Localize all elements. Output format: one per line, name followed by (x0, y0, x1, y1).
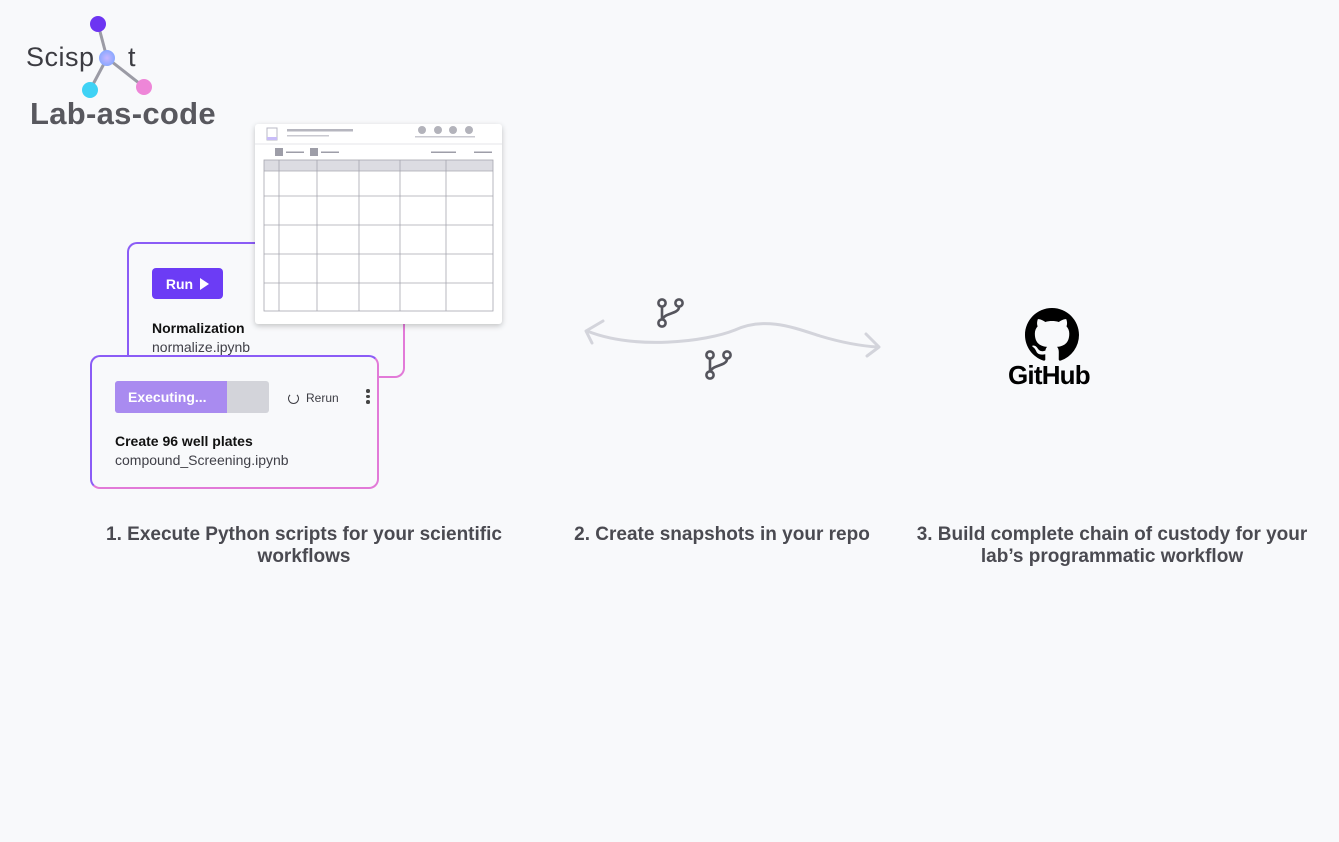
rerun-button-label: Rerun (306, 391, 339, 405)
sync-arrows (575, 290, 895, 390)
spreadsheet-preview (255, 124, 502, 324)
notebook-card-96-well-plates[interactable]: Executing... Rerun Create 96 well plates… (90, 355, 379, 489)
rerun-button[interactable]: Rerun (288, 391, 339, 405)
notebook-title: Create 96 well plates (115, 433, 253, 449)
run-button-label: Run (165, 275, 194, 292)
logo-wordmark-end: t (128, 42, 136, 72)
notebook-title: Normalization (152, 320, 245, 336)
play-icon (200, 277, 210, 290)
git-branch-icon (657, 298, 684, 328)
run-button[interactable]: Run (152, 268, 223, 299)
page-title: Lab-as-code (30, 96, 216, 131)
execution-progress-fill (115, 381, 228, 413)
execution-progress-bar: Executing... (115, 381, 269, 413)
github-wordmark: GitHub (1008, 360, 1091, 390)
step-2-caption: 2. Create snapshots in your repo (574, 524, 870, 545)
step-3-caption: 3. Build complete chain of custody for y… (916, 524, 1308, 567)
refresh-icon (288, 392, 299, 404)
scispot-logo: Scisp t (24, 14, 164, 104)
notebook-filename: compound_Screening.ipynb (115, 452, 289, 468)
logo-wordmark: Scisp (26, 42, 95, 72)
execution-status-label: Executing... (128, 389, 207, 405)
github-octocat-icon (1025, 308, 1079, 361)
notebook-filename: normalize.ipynb (152, 339, 251, 355)
github-logo: GitHub (1008, 308, 1100, 390)
more-options-icon[interactable] (366, 389, 370, 406)
git-branch-icon (705, 350, 732, 380)
step-1-caption: 1. Execute Python scripts for your scien… (106, 524, 502, 567)
